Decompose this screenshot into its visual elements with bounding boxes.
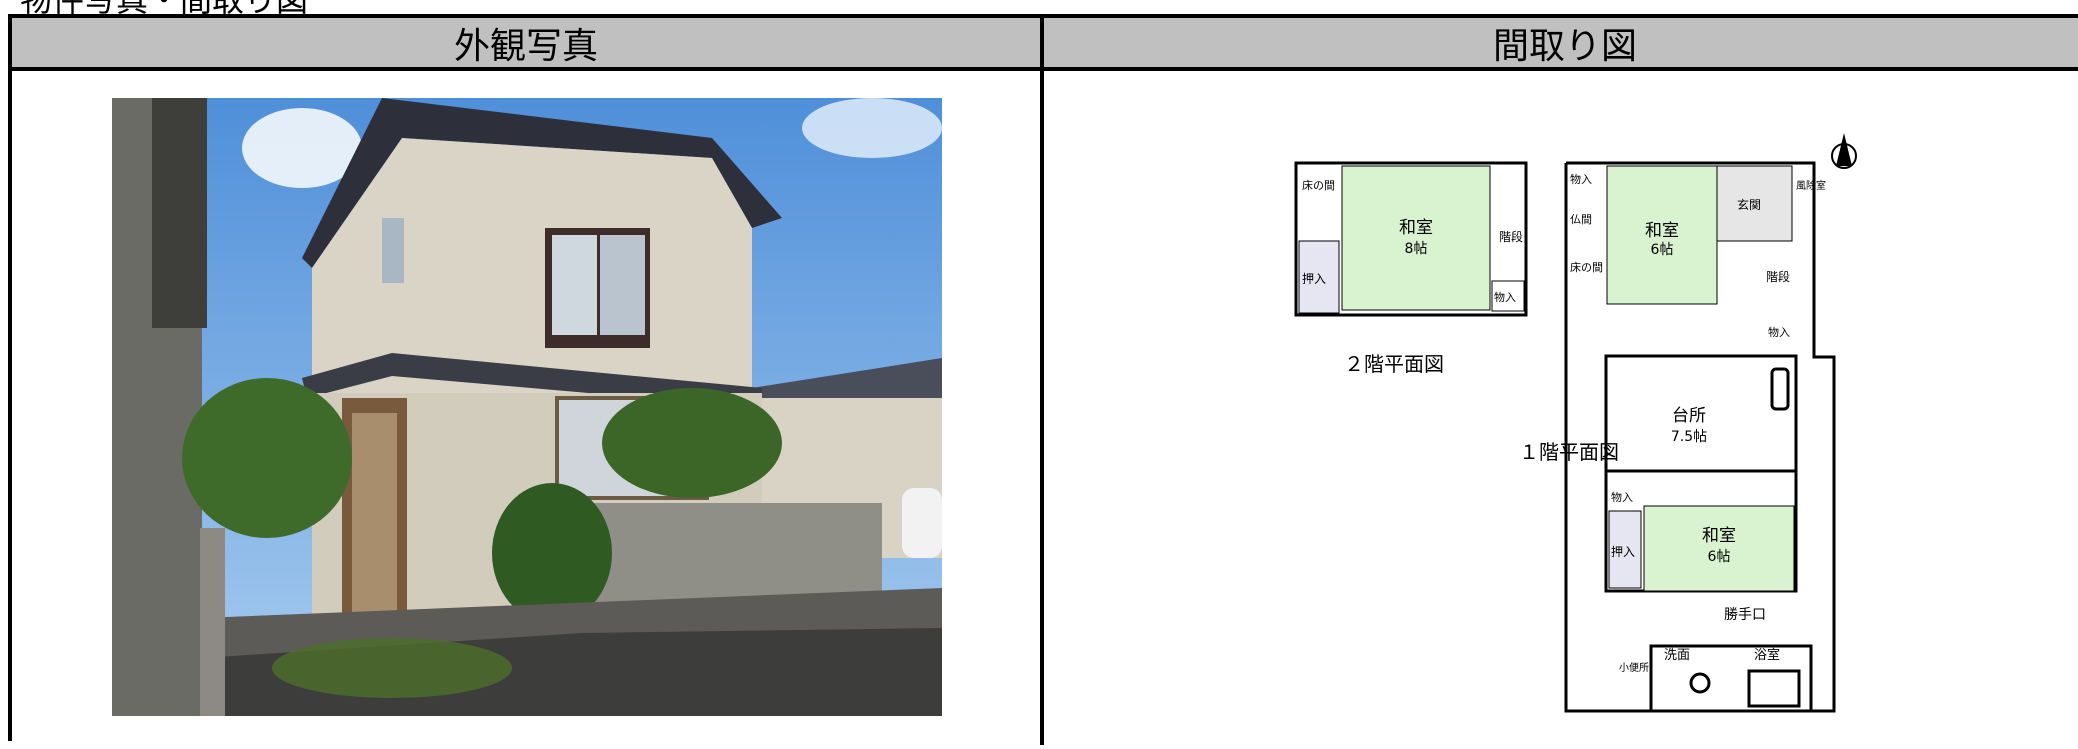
senmen-label: 洗面 [1664,648,1690,663]
stove [1770,367,1790,411]
floor2-washitsu-size: 8帖 [1405,241,1428,257]
floor1-monoire-label-3: 物入 [1611,490,1633,504]
floor1-kaidan-label: 階段 [1766,269,1790,284]
main-roof [302,98,782,268]
neighbor-roof [752,358,942,408]
floor1-caption: １階平面図 [1519,440,1619,464]
neighbor-eaves [152,98,207,328]
upper-window-pane [600,235,645,335]
floor1-washitsu-south [1643,505,1795,592]
fuujoshitsu-label: 風除室 [1796,179,1826,192]
shrub [492,483,612,623]
floor2-kaidan-label: 階段 [1499,229,1523,244]
property-table: 外観写真 間取り図 [8,14,2078,745]
floor2-washitsu [1341,165,1491,311]
floor1-closet [1608,510,1642,589]
genkan-area [1716,165,1793,242]
cloud [802,98,942,158]
floorplan-header: 間取り図 [1044,18,2078,71]
genkan-label: 玄関 [1737,197,1761,212]
floor1-tokonoma-label: 床の間 [1570,260,1603,274]
bathtub [1747,669,1801,708]
shoubenjo-label: 小便所 [1619,661,1649,674]
floor1-washitsu-north-size: 6帖 [1651,242,1674,258]
floorplan-drawing: 和室 8帖 床の間 押入 物入 階段 ２階平面図 １階平面図 物入 仏間 床の間… [1294,133,1857,713]
kitchen [1604,354,1798,473]
shrub [182,378,352,538]
yokushitsu-label: 浴室 [1754,647,1780,663]
gate-post [200,528,225,716]
floor1-washitsu-north-label: 和室 [1645,221,1679,241]
column-divider [1040,18,1044,745]
floor2-oshiire-label: 押入 [1302,272,1326,286]
upper-window-pane [552,235,597,335]
cloud [242,108,362,188]
floor2-washitsu-label: 和室 [1399,218,1433,238]
basin [1689,672,1711,694]
bath-area [1649,644,1813,713]
floor1-monoire-label-2: 物入 [1768,325,1790,339]
floor1-monoire-label: 物入 [1570,172,1592,186]
floor2-caption: ２階平面図 [1344,352,1444,376]
floor2-closet [1298,240,1340,314]
floor2-monoire-label: 物入 [1494,290,1516,304]
entrance-glass [352,413,397,633]
floorplan: 和室 8帖 床の間 押入 物入 階段 ２階平面図 １階平面図 物入 仏間 床の間… [1044,71,2078,745]
floor2-tokonoma-label: 床の間 [1302,178,1335,192]
exterior-photo-header: 外観写真 [12,18,1040,71]
floor1-oshiire-label: 押入 [1611,545,1635,559]
north-arrow-icon [1831,133,1857,169]
floor2-storage [1491,280,1525,312]
shrub [602,388,782,498]
kitchen-label: 台所 [1672,406,1706,426]
parked-car [902,488,942,558]
floor1-washitsu-south-label: 和室 [1702,526,1736,546]
kitchen-size: 7.5帖 [1671,429,1707,445]
butsuma-label: 仏間 [1570,213,1592,226]
side-window [382,218,404,283]
weeds [272,638,512,698]
exterior-photo [112,98,942,716]
katteguchi-label: 勝手口 [1724,607,1766,623]
house-photo-illustration [112,98,942,716]
floor1-washitsu-north [1606,165,1718,305]
floor1-washitsu-south-size: 6帖 [1708,549,1731,565]
